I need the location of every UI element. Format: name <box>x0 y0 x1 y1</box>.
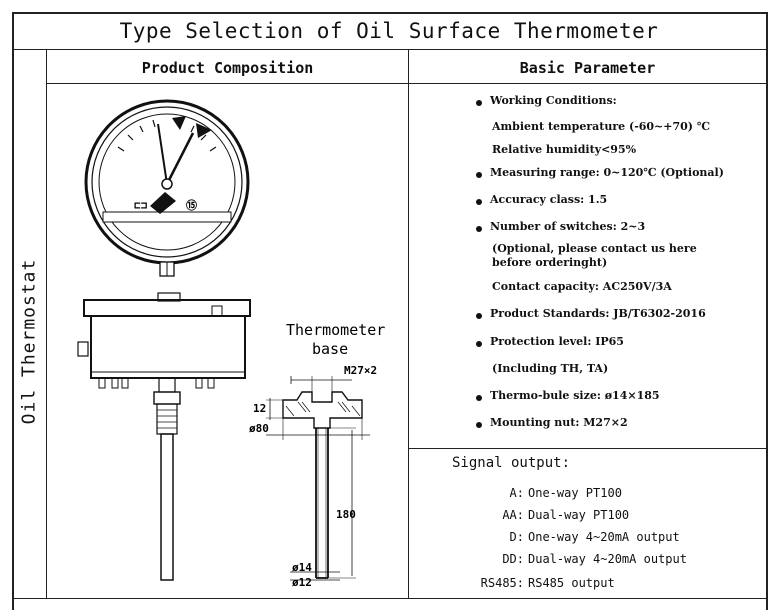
signal-value: One-way 4~20mA output <box>528 530 680 544</box>
signal-code: A: <box>509 486 524 500</box>
param-optional-note-2: before orderinght) <box>492 256 608 269</box>
gauge-window-edge <box>102 211 232 223</box>
dim-height-12: 12 <box>253 402 266 415</box>
gauge-marker-top <box>172 116 186 130</box>
gauge-dial <box>98 113 236 251</box>
title-divider <box>12 49 767 50</box>
signal-value: Dual-way PT100 <box>528 508 630 522</box>
signal-value: Dual-way 4~20mA output <box>528 552 687 566</box>
signal-code: AA: <box>502 508 524 522</box>
header-divider <box>46 83 767 84</box>
param-measuring-range: Measuring range: 0~120℃ (Optional) <box>490 166 724 179</box>
signal-divider <box>408 448 767 449</box>
gauge-symbol-left: ⊏⊐ <box>134 199 148 212</box>
frame-left <box>12 12 14 610</box>
dim-diameter-12: ø12 <box>292 576 312 589</box>
thermometer-base-drawing <box>266 376 370 581</box>
bullet <box>476 199 482 205</box>
param-ambient-temperature: Ambient temperature (-60~+70) ℃ <box>492 120 711 133</box>
signal-value: RS485 output <box>528 576 615 590</box>
param-mounting-nut: Mounting nut: M27×2 <box>490 416 628 429</box>
dim-thread: M27×2 <box>344 364 377 377</box>
param-contact-capacity: Contact capacity: AC250V/3A <box>492 280 672 293</box>
signal-output-title: Signal output: <box>452 455 571 471</box>
gauge-marker-right <box>196 123 212 138</box>
gauge-side-view <box>77 292 251 581</box>
signal-code: RS485: <box>480 576 524 590</box>
bullet <box>476 395 482 401</box>
frame-bottom <box>12 598 767 599</box>
dim-diameter-14: ø14 <box>292 561 312 574</box>
param-number-of-switches: Number of switches: 2~3 <box>490 220 646 233</box>
gauge-needle-2 <box>165 132 195 185</box>
bullet <box>476 100 482 106</box>
bullet <box>476 172 482 178</box>
gauge-symbol-right: ⑮ <box>186 198 197 212</box>
header-product-composition: Product Composition <box>141 59 314 77</box>
gauge-hub <box>161 178 173 190</box>
signal-value: One-way PT100 <box>528 486 622 500</box>
base-caption-line1: Thermometer <box>286 321 385 339</box>
param-thermo-bule-size: Thermo-bule size: ø14×185 <box>490 389 660 402</box>
gauge-marker-bottom <box>150 192 176 214</box>
side-divider <box>46 49 47 598</box>
column-divider <box>408 49 409 598</box>
gauge-bezel-inner <box>91 106 243 258</box>
base-caption-line2: base <box>312 340 348 358</box>
bullet <box>476 313 482 319</box>
bullet <box>476 422 482 428</box>
signal-code: DD: <box>502 552 524 566</box>
frame-right <box>766 12 768 610</box>
dim-length-180: 180 <box>336 508 356 521</box>
gauge-front-view: ⊏⊐ ⑮ <box>84 99 250 277</box>
header-basic-parameter: Basic Parameter <box>519 59 656 77</box>
signal-code: D: <box>509 530 524 544</box>
param-accuracy-class: Accuracy class: 1.5 <box>490 193 608 206</box>
param-product-standards: Product Standards: JB/T6302-2016 <box>490 307 706 320</box>
dim-diameter-80: ø80 <box>249 422 269 435</box>
frame-top <box>12 12 767 14</box>
param-relative-humidity: Relative humidity<95% <box>492 143 637 156</box>
param-protection-level: Protection level: IP65 <box>490 335 624 348</box>
bullet <box>476 341 482 347</box>
param-including: (Including TH, TA) <box>492 362 609 375</box>
param-working-conditions: Working Conditions: <box>490 94 617 107</box>
bullet <box>476 226 482 232</box>
param-optional-note-1: (Optional, please contact us here <box>492 242 697 255</box>
gauge-needle-1 <box>157 123 168 185</box>
page-title: Type Selection of Oil Surface Thermomete… <box>119 19 659 43</box>
